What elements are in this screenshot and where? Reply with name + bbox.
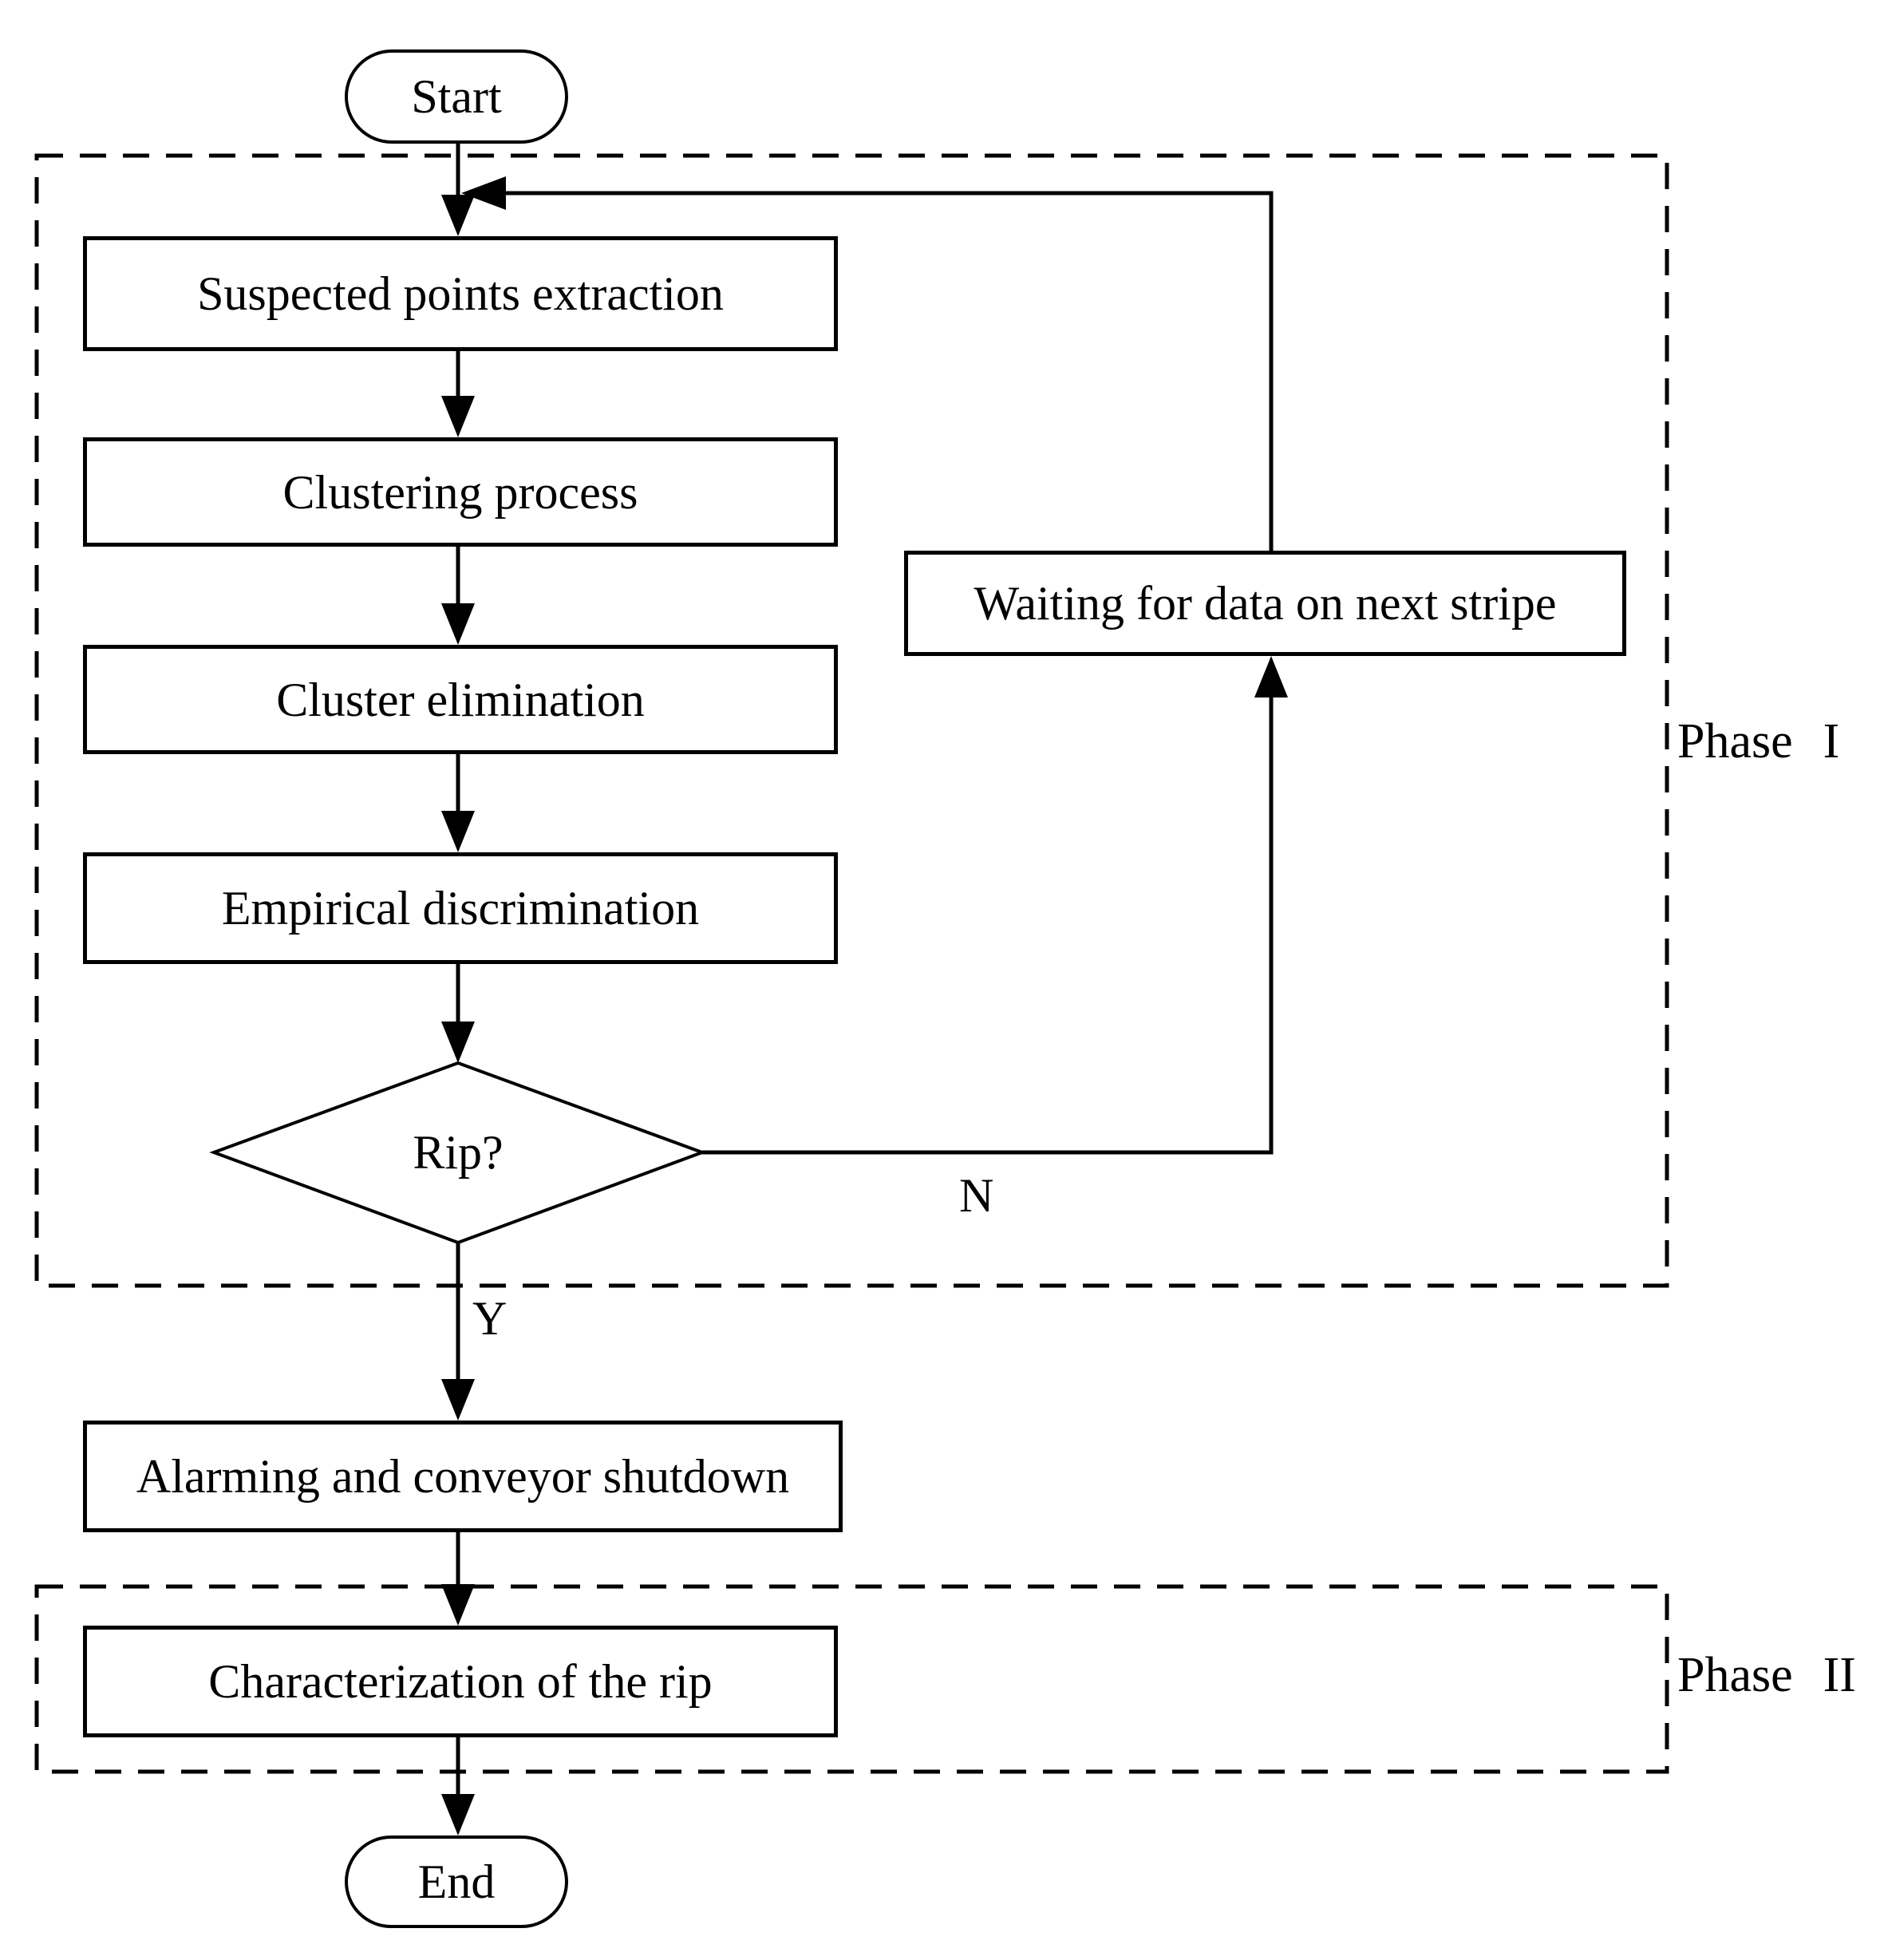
edge-clustering-elimination-arrowhead bbox=[441, 603, 475, 645]
phase2-label: Phase II bbox=[1677, 1650, 1856, 1700]
node-empirical-discrimination: Empirical discrimination bbox=[83, 852, 838, 964]
node-start: Start bbox=[345, 49, 568, 144]
edge-empirical-decision-arrowhead bbox=[441, 1021, 475, 1063]
node-clustering-process: Clustering process bbox=[83, 437, 838, 547]
edge-elimination-empirical-arrowhead bbox=[441, 811, 475, 852]
edge-decision-waiting-arrowhead bbox=[1254, 656, 1288, 697]
node-alarming-conveyor-shutdown: Alarming and conveyor shutdown bbox=[83, 1421, 843, 1532]
phase1-label: Phase I bbox=[1677, 717, 1839, 766]
node-suspected-points-extraction: Suspected points extraction bbox=[83, 236, 838, 351]
edge-decision-waiting bbox=[702, 697, 1274, 1155]
node-cluster-elimination: Cluster elimination bbox=[83, 645, 838, 754]
node-end: End bbox=[345, 1836, 568, 1928]
edge-start-suspected-arrowhead bbox=[441, 195, 475, 236]
edge-waiting-loop bbox=[504, 191, 1274, 551]
edge-label-no: N bbox=[959, 1169, 994, 1222]
edge-label-yes: Y bbox=[472, 1292, 508, 1345]
node-characterization-of-rip: Characterization of the rip bbox=[83, 1626, 838, 1737]
decision-diamond bbox=[209, 1061, 707, 1245]
node-waiting-for-data: Waiting for data on next stripe bbox=[904, 551, 1626, 656]
phase2-word: Phase bbox=[1677, 1648, 1793, 1702]
edge-characterization-end-arrowhead bbox=[441, 1794, 475, 1836]
phase1-numeral: I bbox=[1823, 714, 1840, 769]
edge-suspected-clustering-arrowhead bbox=[441, 396, 475, 437]
edge-decision-alarming-arrowhead bbox=[441, 1379, 475, 1421]
phase2-numeral: II bbox=[1823, 1648, 1856, 1702]
edge-alarming-characterization-arrowhead bbox=[441, 1584, 475, 1626]
node-rip-decision-label: Rip? bbox=[413, 1126, 504, 1179]
edge-waiting-loop-arrowhead bbox=[461, 176, 506, 210]
phase1-word: Phase bbox=[1677, 714, 1793, 769]
phase1-boundary bbox=[34, 153, 1669, 1288]
phase2-boundary bbox=[34, 1584, 1669, 1774]
